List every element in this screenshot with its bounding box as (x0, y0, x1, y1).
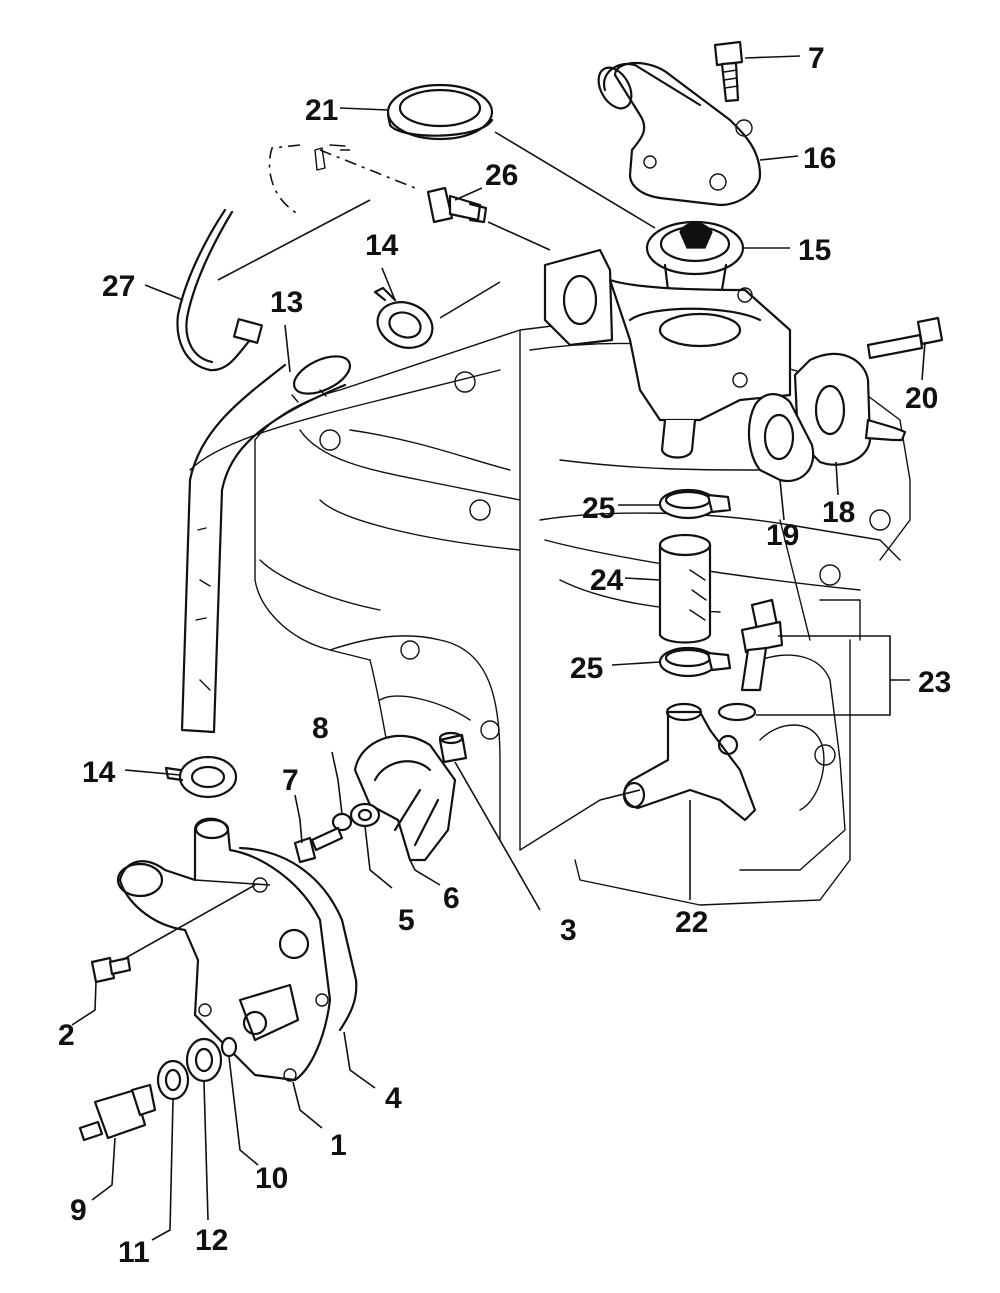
callout-5: 5 (398, 904, 415, 937)
connector-clip (314, 144, 346, 171)
callout-labels: 1 2 3 4 5 6 7 7 8 9 10 11 12 13 14 14 15… (58, 42, 951, 1269)
callout-10: 10 (255, 1162, 288, 1195)
pipe-joint (622, 702, 757, 822)
washer-23 (717, 702, 757, 722)
callout-22: 22 (675, 906, 708, 939)
callout-12: 12 (195, 1224, 228, 1257)
short-hose (658, 533, 712, 644)
callout-16: 16 (803, 142, 836, 175)
hose-clamp-25-upper (658, 488, 732, 520)
callout-27: 27 (102, 270, 135, 303)
thermo-switch (740, 598, 784, 692)
callout-25-upper: 25 (582, 492, 615, 525)
callout-23: 23 (918, 666, 951, 699)
callout-7-middle: 7 (282, 764, 299, 797)
callout-26: 26 (485, 159, 518, 192)
bolt-cover (90, 956, 132, 984)
callout-9: 9 (70, 1194, 87, 1227)
washer-11 (156, 1059, 190, 1101)
hose (180, 355, 352, 734)
thermostat (645, 220, 745, 292)
callout-21: 21 (305, 94, 338, 127)
hose-clamp-upper (373, 286, 434, 349)
callout-6: 6 (443, 882, 460, 915)
callout-8: 8 (312, 712, 329, 745)
callout-15: 15 (798, 234, 831, 267)
seal-ring (386, 83, 494, 141)
hose-clamp-25-lower (658, 646, 732, 678)
callout-11: 11 (118, 1236, 150, 1269)
callout-3: 3 (560, 914, 577, 947)
callout-24: 24 (590, 564, 624, 597)
callout-19: 19 (766, 519, 799, 552)
washer-8 (331, 812, 353, 832)
callout-13: 13 (270, 286, 303, 319)
temperature-sensor (426, 186, 488, 224)
o-ring (238, 846, 358, 1032)
impeller (353, 734, 457, 862)
hose-clamp-lower (164, 755, 238, 799)
callout-18: 18 (822, 496, 855, 529)
callout-4: 4 (385, 1082, 402, 1115)
thermostat-cover (597, 61, 762, 207)
sender-unit (78, 1083, 157, 1142)
bolt-long (866, 316, 944, 360)
callout-leaders (71, 55, 926, 1241)
wire-routing-line (268, 144, 421, 216)
callout-25-lower: 25 (570, 652, 603, 685)
callout-14-upper: 14 (365, 229, 399, 262)
wire-harness (176, 208, 264, 372)
washer-5 (349, 802, 381, 828)
bolt-middle (293, 826, 344, 864)
washer-12 (185, 1037, 223, 1083)
bolt-top (713, 40, 744, 103)
bushing (438, 731, 468, 764)
callout-20: 20 (905, 382, 938, 415)
callout-14-lower: 14 (82, 756, 116, 789)
o-ring-10 (220, 1036, 238, 1058)
flange-pipe (793, 352, 907, 466)
pump-cover (116, 817, 332, 1082)
assembly-lines (121, 131, 656, 961)
callout-2: 2 (58, 1019, 75, 1052)
callout-7-top: 7 (808, 42, 825, 75)
callout-1: 1 (330, 1129, 347, 1162)
water-pump-housing (543, 248, 792, 459)
gasket (747, 393, 815, 483)
